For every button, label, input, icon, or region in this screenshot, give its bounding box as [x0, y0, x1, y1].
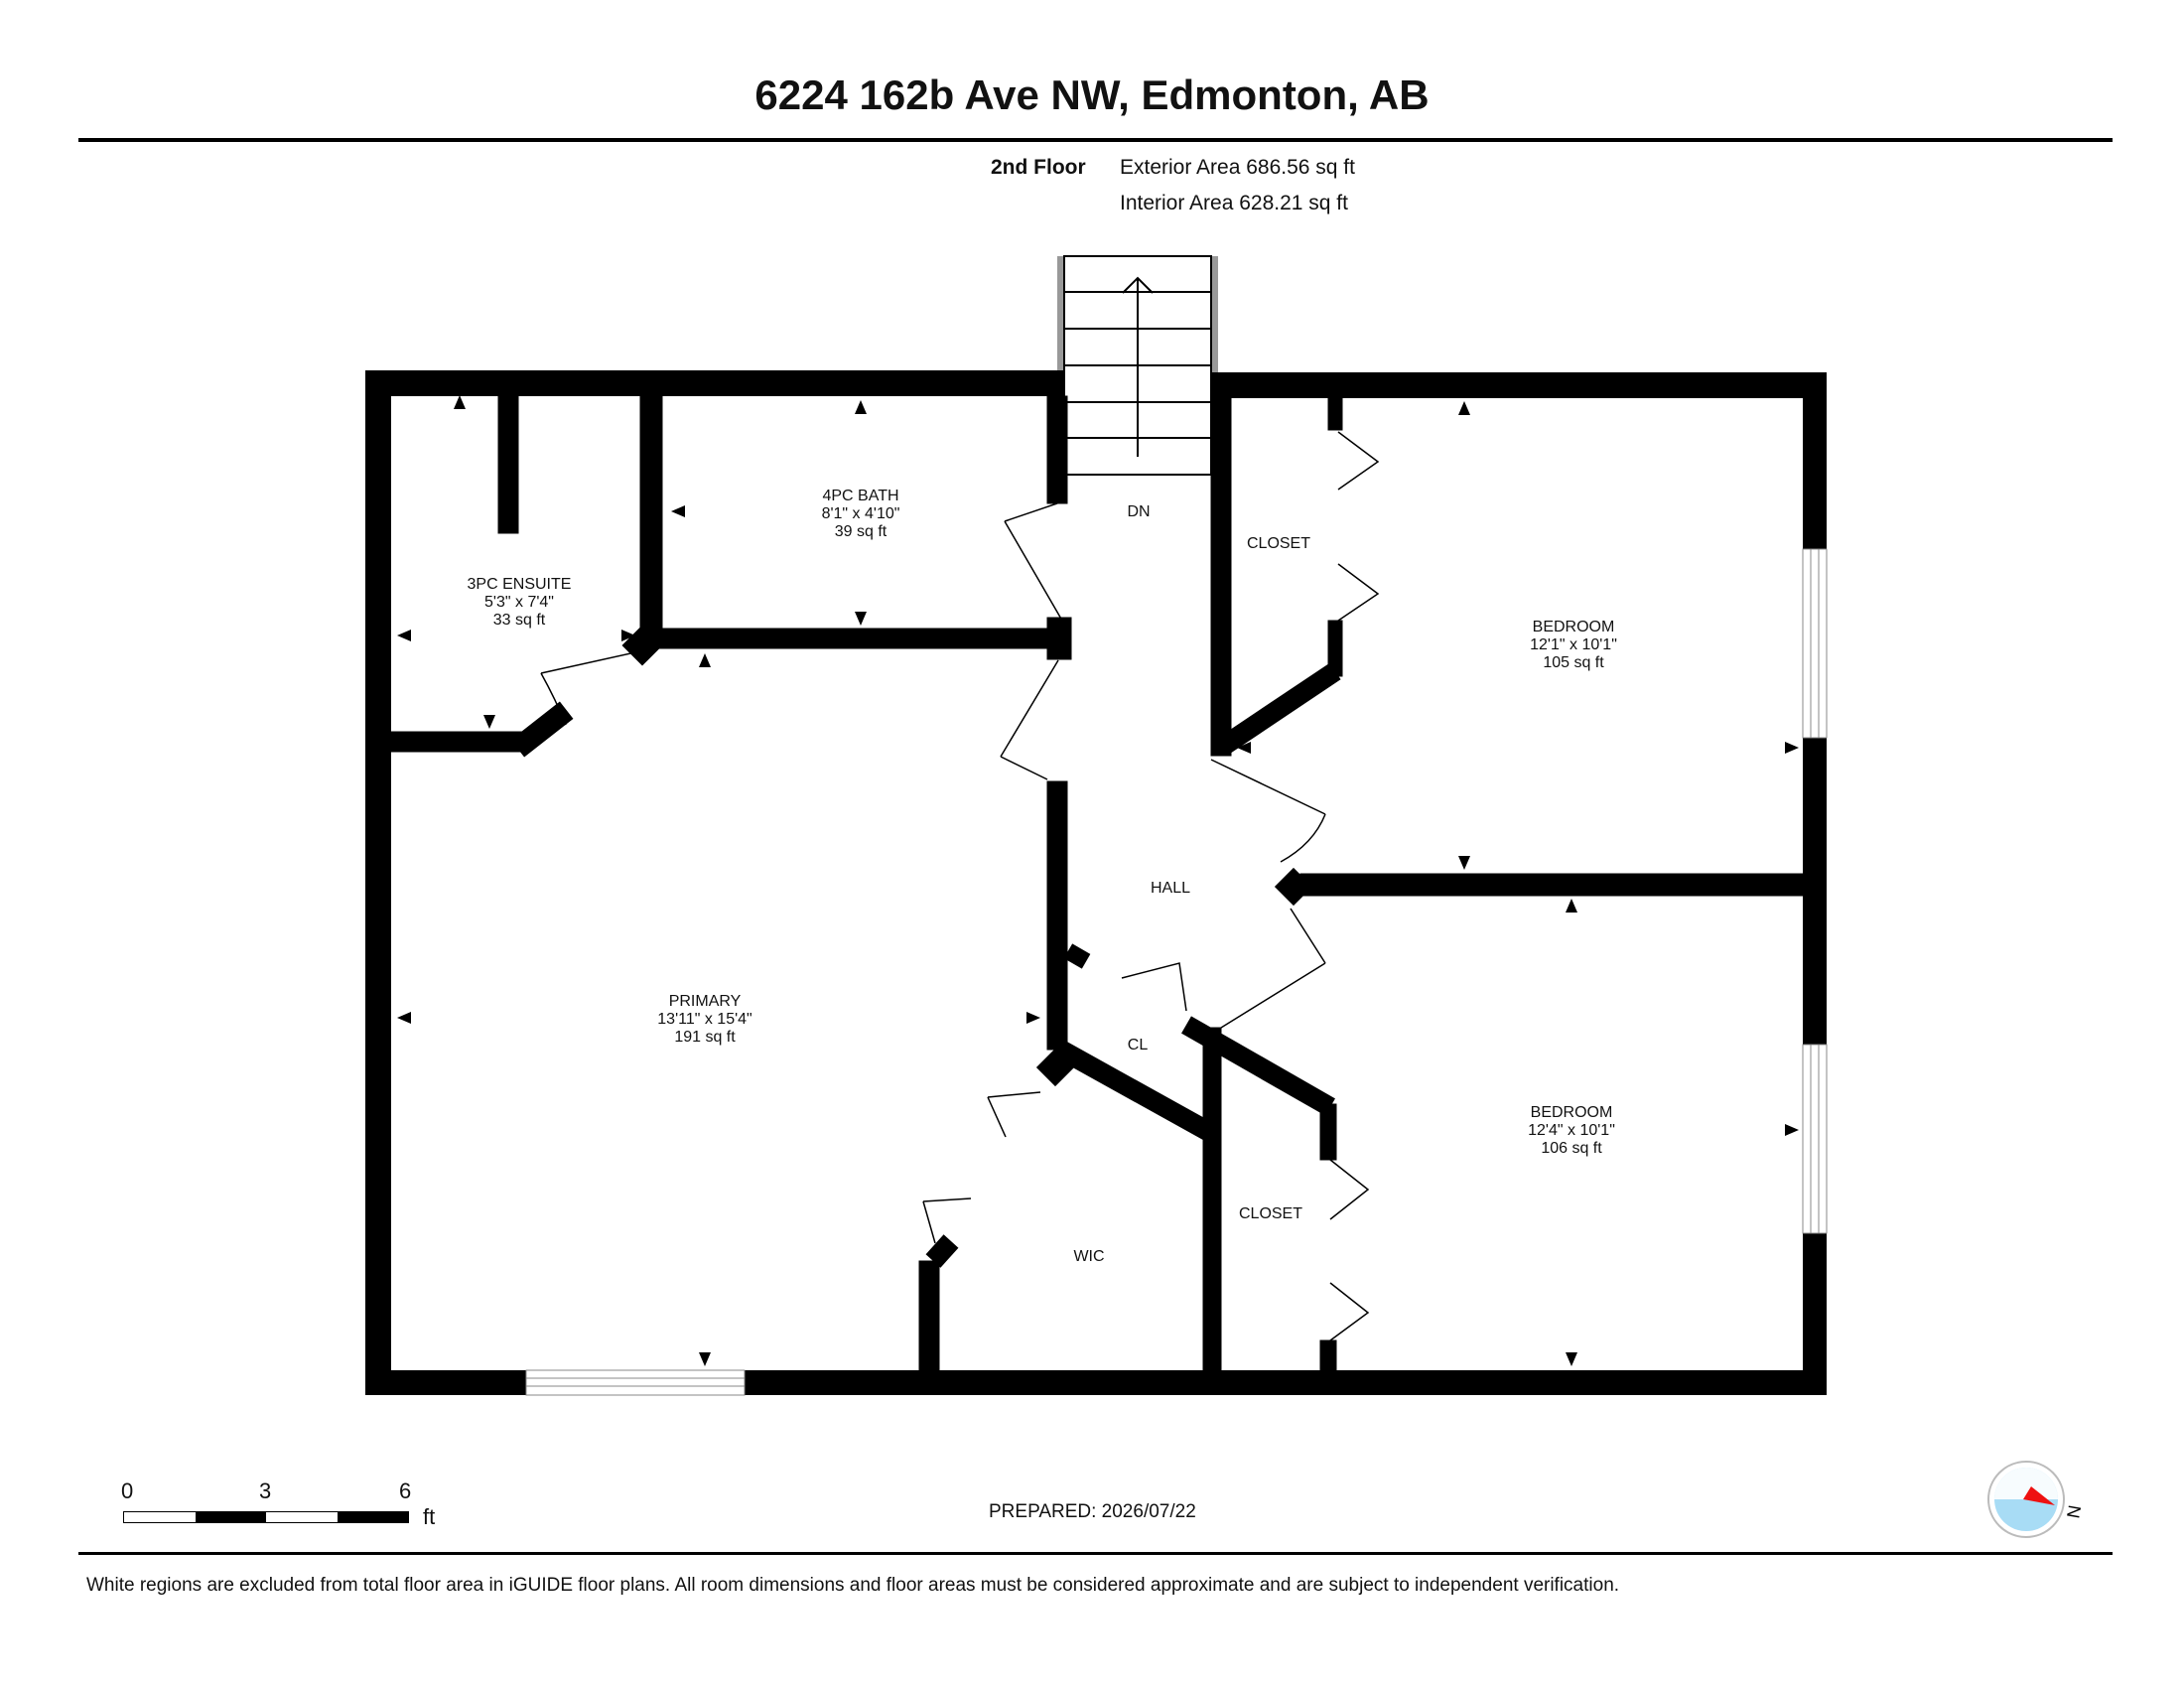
bath-name: 4PC BATH [822, 488, 898, 504]
ensuite-dims: 5'3" x 7'4" [484, 594, 554, 611]
closet2-label: CLOSET [1239, 1205, 1302, 1222]
top-divider [78, 138, 2113, 142]
primary-name: PRIMARY [669, 993, 742, 1010]
exterior-area: Exterior Area 686.56 sq ft [1120, 156, 1355, 179]
scale-tick-0: 0 [121, 1478, 134, 1503]
bedroom2-area: 106 sq ft [1541, 1140, 1602, 1157]
bottom-divider [78, 1552, 2113, 1555]
staircase [1057, 255, 1218, 476]
compass-icon: N [1987, 1461, 2085, 1538]
bath-area: 39 sq ft [835, 523, 887, 540]
bedroom2-name: BEDROOM [1531, 1104, 1613, 1121]
room-labels: 3PC ENSUITE 5'3" x 7'4" 33 sq ft 4PC BAT… [468, 488, 1617, 1265]
bedroom2-dims: 12'4" x 10'1" [1528, 1122, 1615, 1139]
doors [540, 431, 1380, 1341]
bath-dims: 8'1" x 4'10" [822, 505, 900, 522]
primary-area: 191 sq ft [674, 1029, 736, 1046]
scale-unit: ft [423, 1504, 436, 1529]
compass-label: N [2063, 1503, 2085, 1519]
disclaimer: White regions are excluded from total fl… [86, 1575, 1620, 1596]
ensuite-name: 3PC ENSUITE [468, 576, 572, 593]
cl-label: CL [1128, 1037, 1149, 1054]
windows [525, 548, 1828, 1396]
closet1-label: CLOSET [1247, 535, 1310, 552]
ensuite-area: 33 sq ft [493, 612, 546, 629]
dimension-arrows [397, 395, 1799, 1366]
bedroom1-dims: 12'1" x 10'1" [1530, 636, 1617, 653]
scale-bar [123, 1511, 409, 1523]
scale-tick-6: 6 [399, 1478, 412, 1503]
stairs-label: DN [1127, 503, 1150, 520]
wic-label: WIC [1073, 1248, 1104, 1265]
page-title: 6224 162b Ave NW, Edmonton, AB [754, 71, 1430, 118]
interior-walls [390, 395, 1804, 1371]
primary-dims: 13'11" x 15'4" [657, 1011, 751, 1028]
bedroom1-name: BEDROOM [1533, 619, 1615, 635]
prepared-date: PREPARED: 2026/07/22 [989, 1501, 1196, 1522]
floor-name: 2nd Floor [991, 156, 1086, 179]
hall-label: HALL [1151, 880, 1190, 897]
interior-area: Interior Area 628.21 sq ft [1120, 192, 1348, 214]
scale-tick-3: 3 [259, 1478, 272, 1503]
bedroom1-area: 105 sq ft [1543, 654, 1604, 671]
